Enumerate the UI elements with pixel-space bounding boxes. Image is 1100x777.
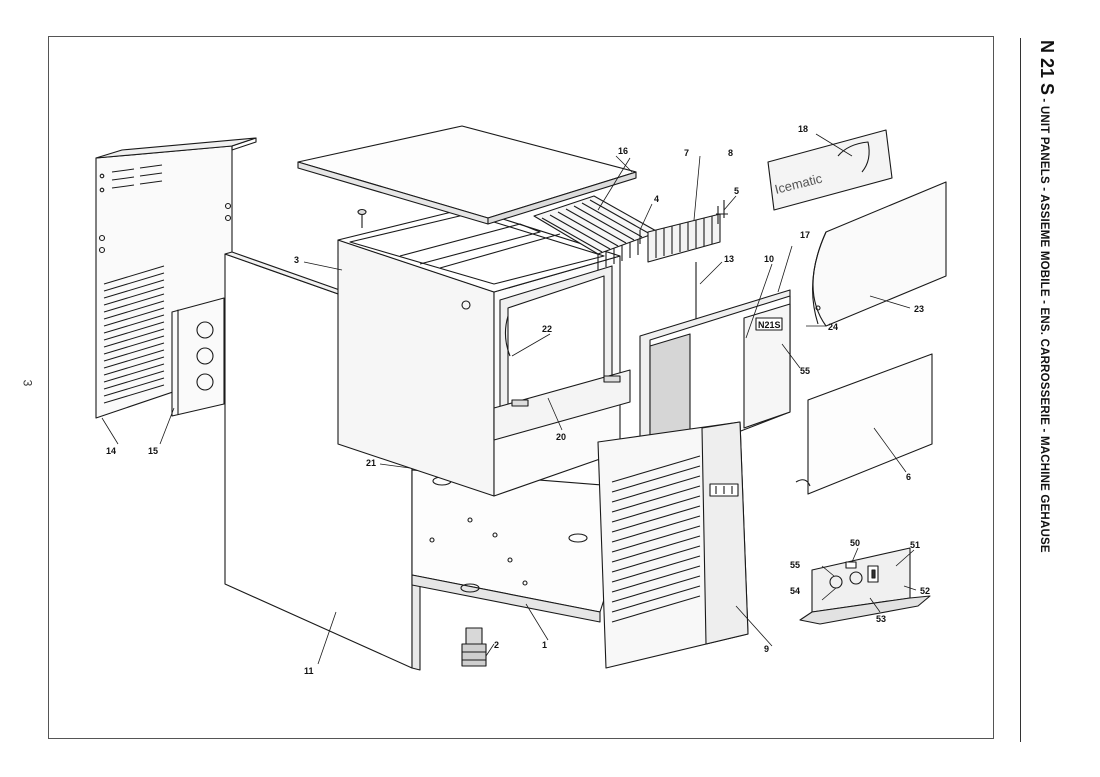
callout-14: 14 bbox=[106, 446, 116, 456]
callout-13: 13 bbox=[724, 254, 734, 264]
callout-55: 55 bbox=[800, 366, 810, 376]
callout-52: 52 bbox=[920, 586, 930, 596]
callout-51: 51 bbox=[910, 540, 920, 550]
callout-15: 15 bbox=[148, 446, 158, 456]
callout-16: 16 bbox=[618, 146, 628, 156]
exploded-parts-diagram: N21S Icematic bbox=[95, 124, 947, 676]
screw bbox=[357, 208, 367, 228]
callout-54: 54 bbox=[790, 586, 800, 596]
front-panel-9 bbox=[597, 421, 749, 669]
callout-20: 20 bbox=[556, 432, 566, 442]
leg-2 bbox=[461, 627, 487, 667]
wire-22 bbox=[504, 315, 511, 357]
callout-10: 10 bbox=[764, 254, 774, 264]
base-1 bbox=[411, 469, 641, 623]
callout-2: 2 bbox=[494, 640, 499, 650]
leader-lines bbox=[101, 133, 917, 665]
callout-21: 21 bbox=[366, 458, 376, 468]
callout-50: 50 bbox=[850, 538, 860, 548]
callout-8: 8 bbox=[728, 148, 733, 158]
callout-3: 3 bbox=[294, 255, 299, 265]
brand-plate-18 bbox=[767, 129, 893, 211]
callout-55b: 55 bbox=[790, 560, 800, 570]
model-name: N 21 S bbox=[1037, 40, 1057, 96]
plate-15 bbox=[171, 297, 225, 417]
callout-6: 6 bbox=[906, 472, 911, 482]
callout-17: 17 bbox=[800, 230, 810, 240]
title-subtitle: - UNIT PANELS - ASSIEME MOBILE - ENS. CA… bbox=[1038, 95, 1050, 553]
diagram-frame bbox=[48, 36, 994, 739]
callout-24: 24 bbox=[828, 322, 838, 332]
callout-labels: 16 7 8 18 5 4 3 13 10 17 23 24 22 55 20 … bbox=[106, 124, 930, 676]
front-frame-20 bbox=[493, 369, 631, 441]
side-rule bbox=[1020, 38, 1021, 742]
callout-11: 11 bbox=[304, 666, 314, 676]
cover-23 bbox=[812, 181, 947, 327]
panel-6 bbox=[795, 353, 933, 495]
page-title: N 21 S - UNIT PANELS - ASSIEME MOBILE - … bbox=[1036, 40, 1057, 553]
control-bracket bbox=[799, 547, 931, 625]
hinge-5 bbox=[716, 200, 728, 224]
callout-5: 5 bbox=[734, 186, 739, 196]
callout-1: 1 bbox=[542, 640, 547, 650]
callout-4: 4 bbox=[654, 194, 659, 204]
callout-22: 22 bbox=[542, 324, 552, 334]
grid-8 bbox=[647, 213, 721, 263]
cabinet-3 bbox=[337, 207, 621, 497]
callout-18: 18 bbox=[798, 124, 808, 134]
model-badge: N21S bbox=[758, 320, 781, 330]
callout-23: 23 bbox=[914, 304, 924, 314]
top-cover-16 bbox=[297, 125, 637, 225]
callout-53: 53 bbox=[876, 614, 886, 624]
callout-7: 7 bbox=[684, 148, 689, 158]
callout-9: 9 bbox=[764, 644, 769, 654]
